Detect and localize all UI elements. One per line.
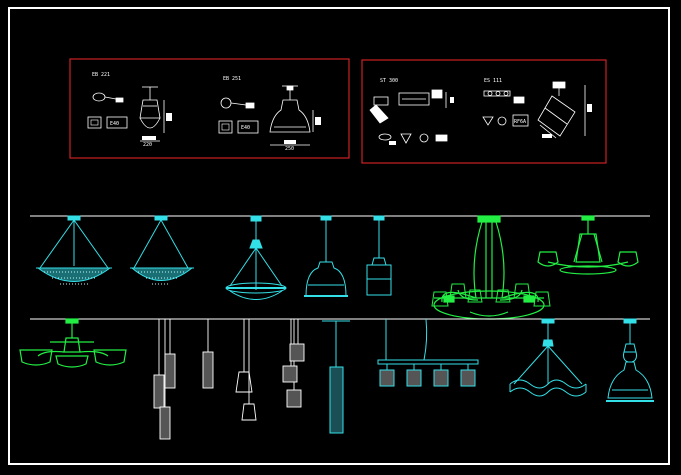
symbol-row-a [378,133,448,144]
detail-box-right: ST 300 ES 111 R [361,59,607,164]
bell-lantern-pendant [606,318,654,402]
bell-pendant [304,215,348,297]
socket-label: E40 [110,121,119,127]
cylinder-pendant [366,215,392,296]
dome-ring-pendant [225,215,287,300]
track-spot-a [369,89,447,124]
bowl-chandelier [537,215,639,275]
adjustable-spot-b [537,81,586,139]
long-tube-pendant [322,320,350,434]
tube-cluster-pendant [153,319,176,440]
socket-box-b [237,120,259,134]
bulb-icon [92,92,124,103]
lamp-type-box-b [218,120,233,134]
lamp-strip-b [483,90,525,104]
socket-label-rf: RF6A [514,119,526,125]
fixture-code-st300: ST 300 [380,78,398,84]
fixture-code-eb251: EB 251 [223,76,241,82]
symbol-row-b [482,114,529,127]
detail-box-left: EB 221 E40 220 EB 251 [69,58,350,159]
bulb-icon-b [220,97,255,109]
cone-drop-pendant [235,319,257,421]
stacked-tube-pendant [282,319,305,408]
drawing-frame [8,7,670,465]
tube-pendant [202,319,214,389]
dome-fixture-b [269,85,314,146]
lamp-type-box [87,116,102,129]
spot-fixture-a [139,86,165,142]
ring-wave-chandelier [509,318,587,397]
dim-label-b: 250 [285,146,294,152]
three-bowl-chandelier [19,318,127,368]
bowl-pendant-large [36,215,112,285]
candle-chandelier [431,215,551,320]
fixture-code-eb221: EB 221 [92,72,110,78]
bowl-pendant-medium [130,215,194,285]
fixture-code-es111: ES 111 [484,78,502,84]
socket-label-b: E40 [241,125,250,131]
dim-label-a: 220 [143,142,152,148]
socket-box [106,116,128,129]
linear-bar-pendant [377,318,479,387]
